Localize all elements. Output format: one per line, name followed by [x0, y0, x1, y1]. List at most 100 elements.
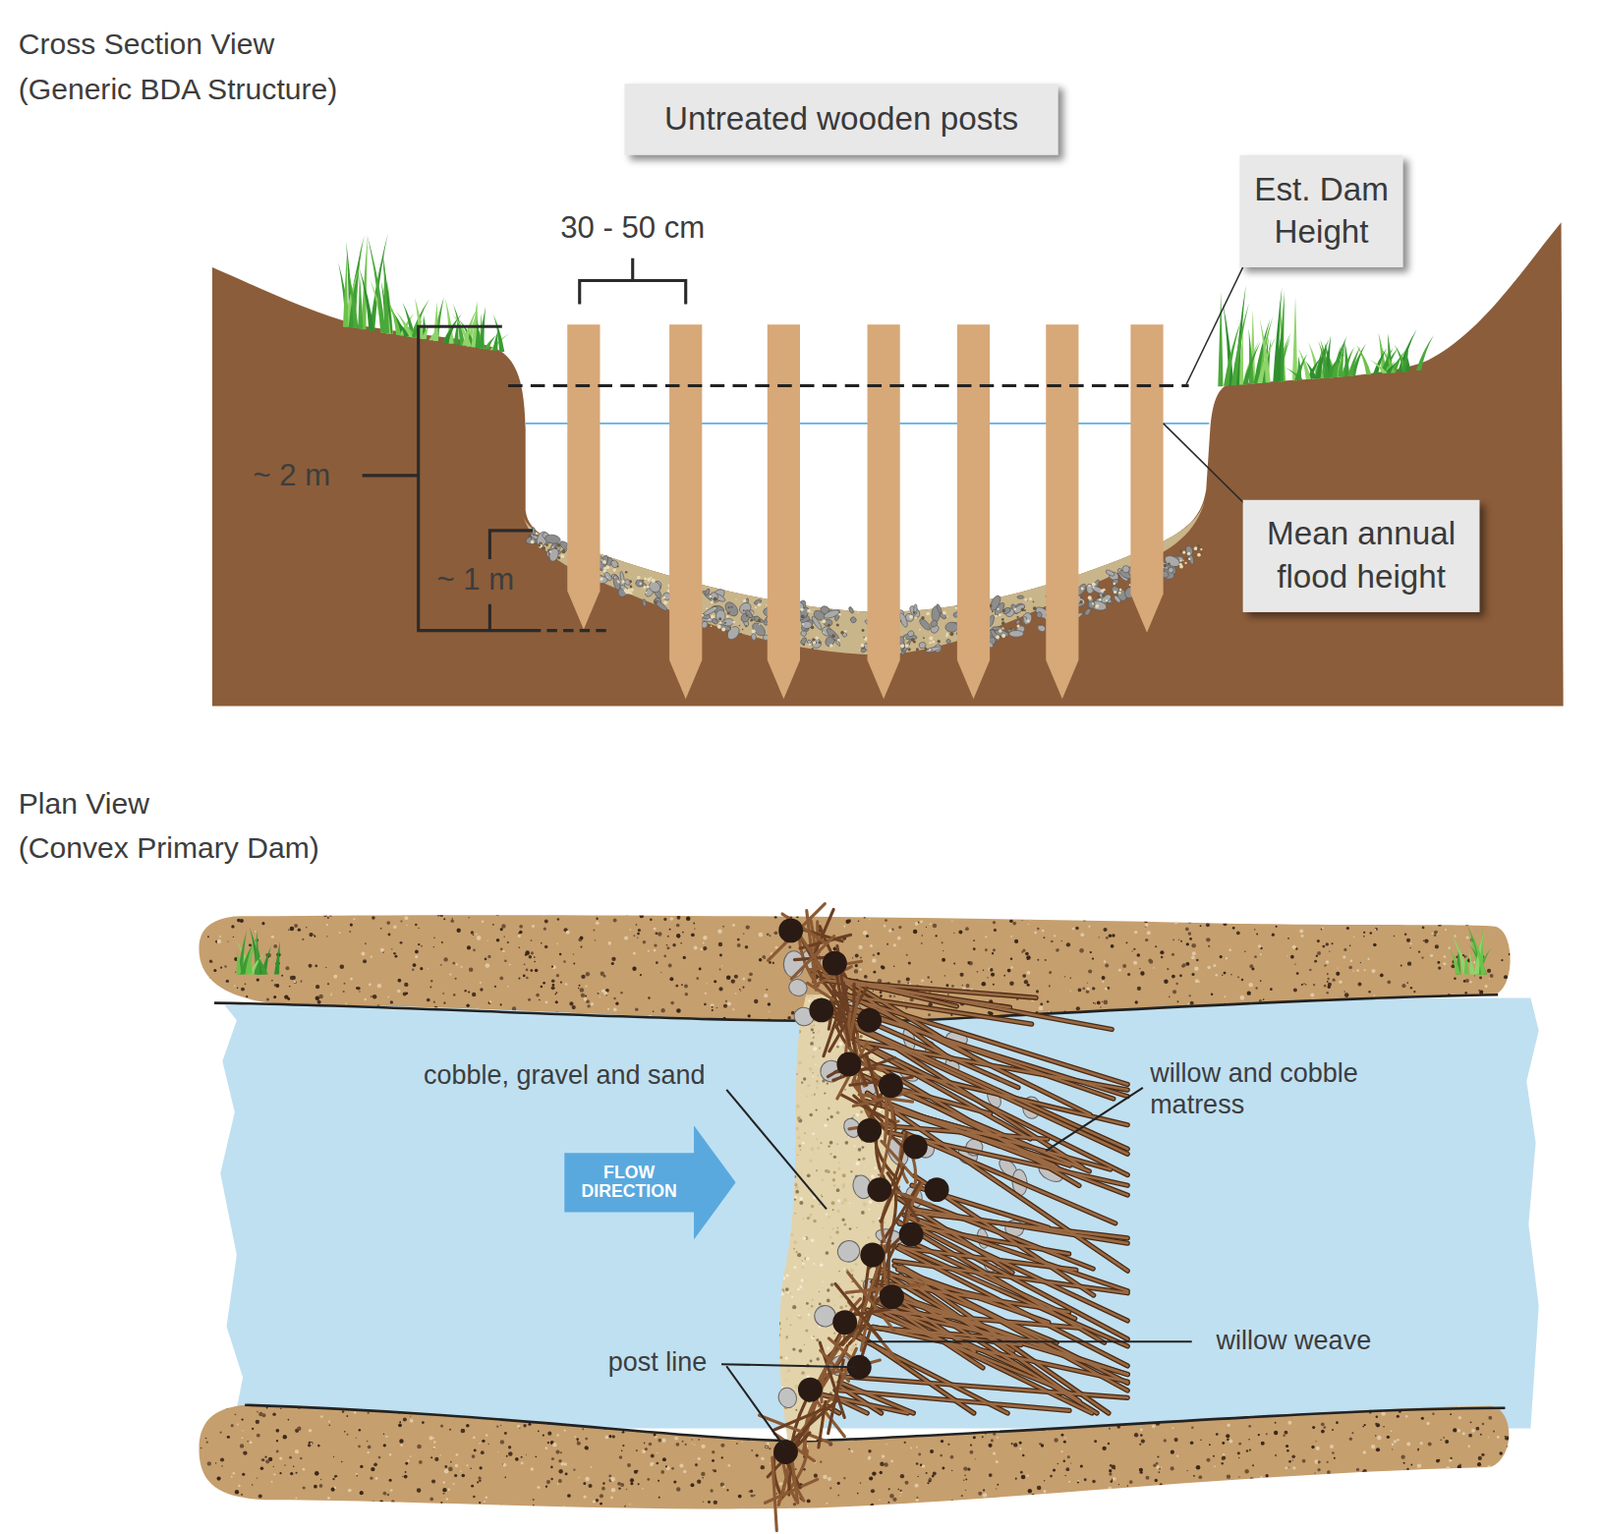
- speckle: [307, 1010, 311, 1014]
- speckle: [1395, 1020, 1397, 1022]
- grass-blade: [1272, 286, 1282, 383]
- speckle: [1214, 973, 1218, 977]
- speckle: [1275, 925, 1278, 928]
- speckle: [571, 1005, 576, 1010]
- sand-grain: [535, 532, 538, 535]
- sand-grain: [928, 635, 933, 640]
- speckle: [638, 914, 644, 919]
- speckle: [711, 1403, 716, 1408]
- speckle: [470, 930, 474, 934]
- speckle: [653, 927, 657, 931]
- speckle: [1305, 983, 1307, 985]
- speckle: [768, 1011, 770, 1013]
- speckle: [1206, 966, 1211, 971]
- speckle: [518, 924, 523, 929]
- sand-grain: [836, 623, 840, 627]
- speckle: [1465, 1012, 1468, 1015]
- grass-blade: [1369, 359, 1387, 374]
- speckle: [293, 923, 298, 928]
- speckle: [213, 969, 217, 972]
- speckle: [240, 987, 245, 992]
- speckle: [542, 981, 546, 985]
- speckle: [476, 935, 482, 941]
- speckle: [427, 968, 429, 970]
- speckle: [399, 1421, 401, 1424]
- speckle: [872, 971, 876, 974]
- speckle: [352, 917, 355, 920]
- speckle: [1129, 1011, 1133, 1015]
- sand-grain: [758, 624, 760, 626]
- speckle: [698, 968, 702, 972]
- speckle: [399, 1009, 403, 1014]
- speckle: [941, 1467, 945, 1471]
- speckle: [430, 979, 433, 982]
- speckle: [1328, 1008, 1331, 1011]
- speckle: [695, 976, 699, 980]
- grass-blade: [1319, 345, 1330, 378]
- speckle: [517, 932, 520, 935]
- sand-grain: [561, 549, 566, 554]
- speckle: [438, 1019, 441, 1022]
- speckle: [405, 924, 407, 926]
- speckle: [343, 982, 346, 985]
- speckle: [737, 938, 741, 942]
- sand-grain: [1118, 575, 1121, 578]
- sand-grain: [827, 624, 831, 628]
- speckle: [1259, 947, 1262, 950]
- sand-grain: [1096, 595, 1100, 599]
- speckle: [1346, 926, 1350, 930]
- speckle: [1466, 935, 1470, 939]
- sand-grain: [1001, 633, 1006, 638]
- speckle: [507, 941, 510, 944]
- speckle: [607, 941, 612, 946]
- speckle: [388, 932, 392, 936]
- speckle: [1260, 1441, 1265, 1446]
- speckle: [703, 1003, 706, 1006]
- speckle: [1348, 966, 1353, 971]
- sand-grain: [1021, 607, 1026, 612]
- speckle: [327, 982, 330, 985]
- sand-grain: [618, 580, 621, 583]
- speckle: [885, 1443, 887, 1445]
- grass-blade: [433, 301, 439, 342]
- speckle: [992, 948, 996, 952]
- speckle: [1281, 1006, 1284, 1009]
- grass-blade: [346, 267, 358, 329]
- speckle: [499, 1020, 504, 1025]
- sand-grain: [1017, 625, 1021, 629]
- speckle: [761, 955, 766, 960]
- speckle: [1009, 918, 1014, 923]
- speckle: [1428, 1019, 1430, 1021]
- sand-grain: [649, 576, 652, 579]
- sand-grain: [735, 598, 737, 600]
- speckle: [670, 916, 675, 921]
- speckle: [1430, 914, 1433, 916]
- speckle: [1254, 928, 1256, 930]
- sand-grain: [765, 604, 767, 606]
- speckle: [1347, 914, 1352, 918]
- speckle: [868, 918, 871, 921]
- speckle: [1021, 919, 1023, 921]
- speckle: [1076, 1006, 1081, 1011]
- sand-grain: [1001, 621, 1006, 626]
- speckle: [326, 935, 328, 937]
- speckle: [941, 958, 946, 963]
- speckle: [1066, 942, 1071, 947]
- speckle: [627, 1023, 629, 1025]
- speckle: [1309, 1004, 1312, 1007]
- sand-grain: [602, 560, 607, 565]
- speckle: [474, 1015, 477, 1018]
- sand-grain: [1032, 606, 1037, 611]
- speckle: [1191, 955, 1196, 960]
- speckle: [711, 1006, 714, 1009]
- speckle: [1299, 1005, 1302, 1008]
- speckle: [331, 992, 333, 994]
- speckle: [502, 1403, 507, 1408]
- speckle: [236, 986, 239, 989]
- speckle: [1145, 1476, 1150, 1481]
- speckle: [719, 969, 722, 972]
- speckle: [685, 915, 691, 921]
- speckle: [300, 979, 302, 981]
- speckle: [1134, 930, 1138, 934]
- speckle: [620, 991, 623, 994]
